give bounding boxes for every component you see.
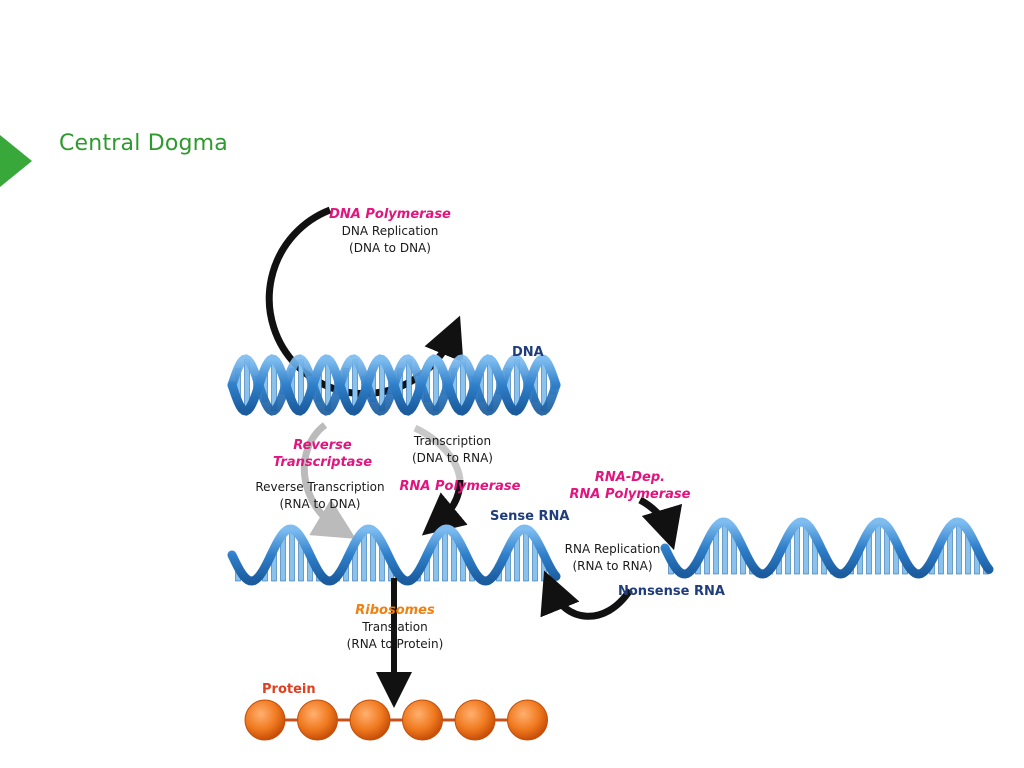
base-pair <box>956 521 962 575</box>
nonsense-rna-label: Nonsense RNA <box>618 584 725 599</box>
protein-label: Protein <box>262 682 316 697</box>
transcription-process: Transcription <box>413 434 492 448</box>
dna-replication-direction: (DNA to DNA) <box>349 241 431 255</box>
dna-replication-process: DNA Replication <box>341 224 439 238</box>
rna-dep-rna-polymerase-label: RNA-Dep. RNA Polymerase <box>565 469 695 503</box>
protein-chain <box>244 699 548 741</box>
rna-polymerase-label: RNA Polymerase <box>399 479 521 494</box>
reverse-transcription-arrow <box>300 422 356 539</box>
amino-acid-bead <box>244 699 286 741</box>
reverse-transcription-direction: (RNA to DNA) <box>279 497 361 511</box>
transcription-direction: (DNA to RNA) <box>412 451 493 465</box>
rna-replication-arrow-bottom <box>540 570 633 620</box>
dna-polymerase-label: DNA Polymerase <box>329 207 451 222</box>
base-pair <box>722 521 728 575</box>
helix-backbone <box>227 524 561 586</box>
rna-replication-direction: (RNA to RNA) <box>572 559 653 573</box>
sense-rna-strand <box>227 524 561 586</box>
dna-label: DNA <box>512 345 544 360</box>
base-pair <box>523 528 529 582</box>
base-pair <box>875 521 881 575</box>
rna-replication-process: RNA Replication <box>564 542 661 556</box>
bullet-arrow-icon <box>0 135 32 187</box>
transcription-arrow <box>421 479 468 536</box>
amino-acid-bead <box>297 699 338 741</box>
reverse-transcriptase-line2: Transcriptase <box>272 455 373 470</box>
transcription-label: Transcription (DNA to RNA) <box>395 433 510 467</box>
base-pair <box>442 528 448 582</box>
dna-replication-label: DNA Polymerase DNA Replication (DNA to D… <box>300 206 480 257</box>
nonsense-rna-strand <box>660 517 994 579</box>
reverse-transcriptase-line1: Reverse <box>293 438 352 453</box>
translation-direction: (RNA to Protein) <box>346 637 444 651</box>
rna-replication-label: RNA Replication (RNA to RNA) <box>555 541 670 575</box>
helix-backbone <box>660 517 994 579</box>
amino-acid-bead <box>454 699 496 741</box>
translation-label: Ribosomes Translation (RNA to Protein) <box>335 602 455 653</box>
reverse-transcription-process: Reverse Transcription <box>255 480 385 494</box>
rna-dep-line1: RNA-Dep. <box>594 470 666 485</box>
rna-dep-line2: RNA Polymerase <box>569 487 691 502</box>
base-pair <box>289 528 295 582</box>
amino-acid-bead <box>349 699 391 741</box>
helix-backbone <box>227 354 561 416</box>
ribosomes-label: Ribosomes <box>355 603 435 618</box>
sense-rna-label: Sense RNA <box>490 509 570 524</box>
rna-replication-arrow-top <box>638 496 683 551</box>
dna-double-helix <box>227 354 561 416</box>
amino-acid-bead <box>402 699 443 741</box>
translation-process: Translation <box>362 620 428 634</box>
amino-acid-bead <box>507 699 548 741</box>
reverse-transcription-label: Reverse Transcription (RNA to DNA) <box>245 479 395 513</box>
reverse-transcriptase-label: Reverse Transcriptase <box>255 437 390 471</box>
transcription-arrow-gray <box>413 424 464 481</box>
page-title: Central Dogma <box>59 131 228 156</box>
